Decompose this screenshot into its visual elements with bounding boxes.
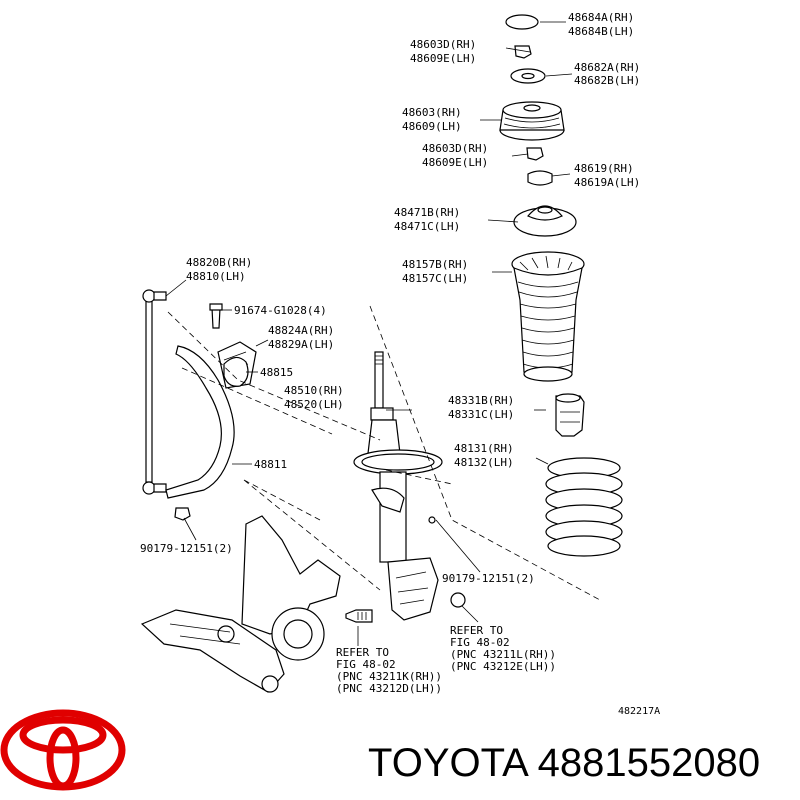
label-48471-rh: 48471B(RH): [394, 206, 460, 219]
lock-nut-top: [514, 45, 532, 59]
label-refer-right-1: REFER TO: [450, 624, 503, 637]
label-48682-rh: 48682A(RH): [574, 61, 640, 74]
bump-boot: [511, 251, 585, 382]
lock-nut-mid: [526, 147, 544, 161]
label-48510-lh: 48520(LH): [284, 398, 344, 411]
figure-code: 482217A: [618, 706, 660, 717]
label-48603-rh: 48603(RH): [402, 106, 462, 119]
coil-spring: [545, 457, 623, 557]
label-48603d-mid-lh: 48609E(LH): [422, 156, 488, 169]
label-refer-right-4: (PNC 43212E(LH)): [450, 660, 556, 673]
label-48820-rh: 48820B(RH): [186, 256, 252, 269]
label-48603-lh: 48609(LH): [402, 120, 462, 133]
bump-stopper: [555, 393, 585, 437]
label-48471-lh: 48471C(LH): [394, 220, 460, 233]
stabilizer-assembly: [142, 289, 257, 521]
strut-bushing: [527, 170, 553, 186]
label-refer-left-3: (PNC 43211K(RH)): [336, 670, 442, 683]
label-48824-lh: 48829A(LH): [268, 338, 334, 351]
shock-absorber: [353, 351, 443, 621]
label-91674: 91674-G1028(4): [234, 304, 327, 317]
label-48619-lh: 48619A(LH): [574, 176, 640, 189]
label-48331-rh: 48331B(RH): [448, 394, 514, 407]
label-48131-rh: 48131(RH): [454, 442, 514, 455]
leader-lines: [165, 21, 573, 646]
label-refer-left-2: FIG 48-02: [336, 658, 396, 671]
label-refer-left-4: (PNC 43212D(LH)): [336, 682, 442, 695]
label-90179-right: 90179-12151(2): [442, 572, 535, 585]
label-48157-lh: 48157C(LH): [402, 272, 468, 285]
label-48820-lh: 48810(LH): [186, 270, 246, 283]
brand-part-title: TOYOTA 4881552080: [368, 741, 760, 785]
label-90179-left: 90179-12151(2): [140, 542, 233, 555]
label-48331-lh: 48331C(LH): [448, 408, 514, 421]
label-48815: 48815: [260, 366, 293, 379]
toyota-logo: [0, 709, 126, 791]
label-48603d-top-rh: 48603D(RH): [410, 38, 476, 51]
label-48131-lh: 48132(LH): [454, 456, 514, 469]
dashed-group-outline: [167, 305, 601, 601]
label-refer-right-2: FIG 48-02: [450, 636, 510, 649]
label-48157-rh: 48157B(RH): [402, 258, 468, 271]
logo-horizontal-ring: [19, 716, 107, 754]
label-48510-rh: 48510(RH): [284, 384, 344, 397]
label-48684-lh: 48684B(LH): [568, 25, 634, 38]
knuckle-lower-arm: [140, 515, 466, 693]
part-labels: 48684A(RH) 48684B(LH) 48603D(RH) 48609E(…: [140, 11, 660, 717]
dust-cap: [505, 14, 539, 30]
logo-vertical-ring: [46, 726, 80, 790]
upper-spring-seat: [513, 205, 577, 237]
label-48603d-mid-rh: 48603D(RH): [422, 142, 488, 155]
label-48682-lh: 48682B(LH): [574, 74, 640, 87]
label-48811: 48811: [254, 458, 287, 471]
label-refer-right-3: (PNC 43211L(RH)): [450, 648, 556, 661]
label-refer-left-1: REFER TO: [336, 646, 389, 659]
label-48684-rh: 48684A(RH): [568, 11, 634, 24]
label-48603d-top-lh: 48609E(LH): [410, 52, 476, 65]
label-48824-rh: 48824A(RH): [268, 324, 334, 337]
strut-mount-stack: [499, 14, 577, 237]
label-48619-rh: 48619(RH): [574, 162, 634, 175]
strut-support: [499, 101, 565, 141]
